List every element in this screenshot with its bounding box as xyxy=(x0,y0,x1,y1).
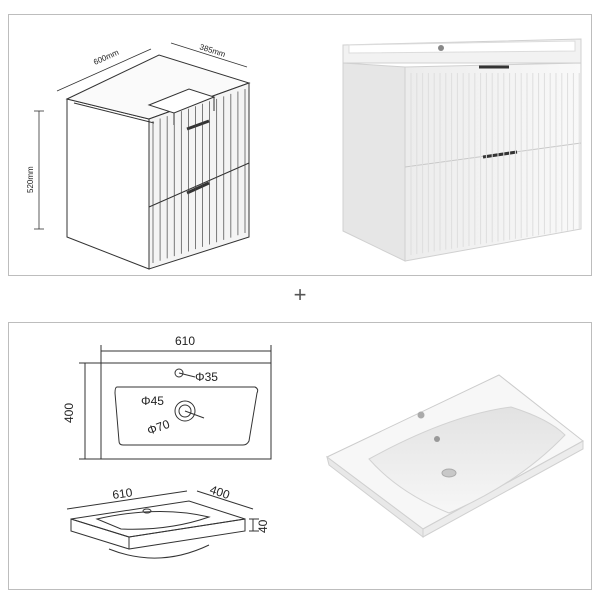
cabinet-height-label: 520mm xyxy=(26,166,35,193)
cabinet-depth-label: 385mm xyxy=(198,42,226,59)
cabinet-panel: 600mm 385mm 520mm xyxy=(8,14,592,276)
drain-outer-label: Φ70 xyxy=(145,417,172,438)
tap-hole-label: Φ35 xyxy=(195,370,218,384)
iso-width-label: 610 xyxy=(111,485,133,502)
plus-separator: + xyxy=(293,282,307,307)
drain-inner-label: Φ45 xyxy=(141,394,164,408)
basin-drawing: 610 400 Φ35 Φ45 Φ70 610 400 40 xyxy=(62,334,584,559)
cabinet-drawing: 600mm 385mm 520mm xyxy=(26,38,582,270)
cabinet-fluting xyxy=(152,89,246,263)
basin-render xyxy=(326,374,584,539)
basin-iso-view xyxy=(66,490,259,559)
cabinet-width-label: 600mm xyxy=(92,48,120,67)
basin-top-view xyxy=(79,345,272,460)
thickness-label: 40 xyxy=(256,519,270,533)
cabinet-render xyxy=(342,38,582,262)
basin-width-label: 610 xyxy=(175,334,195,348)
basin-depth-label: 400 xyxy=(62,403,76,423)
cabinet-line-drawing xyxy=(65,54,251,270)
cabinet-dimension-lines xyxy=(34,42,248,230)
basin-panel: 610 400 Φ35 Φ45 Φ70 610 400 40 xyxy=(8,322,592,590)
iso-depth-label: 400 xyxy=(208,483,232,503)
